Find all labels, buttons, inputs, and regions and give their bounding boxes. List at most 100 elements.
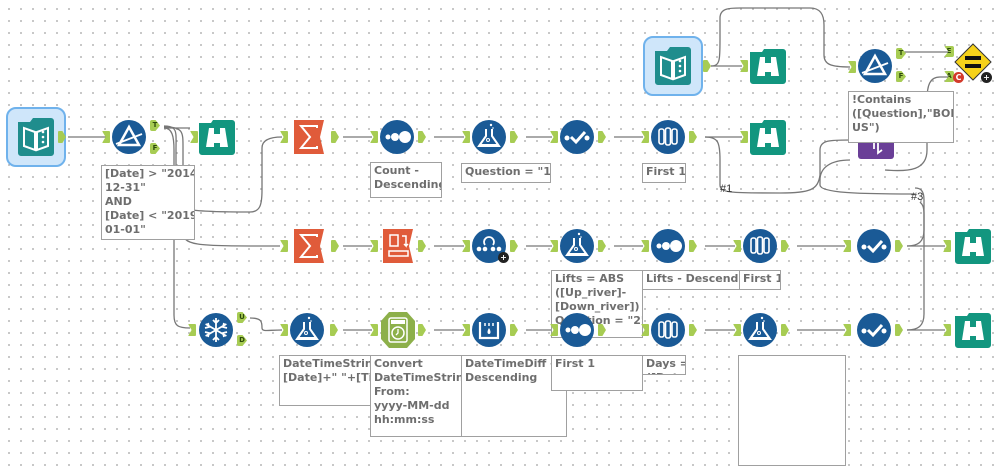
output-anchor[interactable] <box>703 60 711 72</box>
tool-input1[interactable] <box>16 116 56 158</box>
tool-browse5[interactable] <box>955 312 991 348</box>
output-anchor[interactable] <box>781 240 789 252</box>
input-anchor[interactable] <box>188 324 196 336</box>
binoculars-icon <box>199 120 235 155</box>
input-anchor[interactable] <box>550 240 558 252</box>
tool-formula1[interactable] <box>472 120 506 154</box>
tool-multirow2[interactable] <box>472 313 506 347</box>
output-anchor[interactable] <box>598 131 606 143</box>
output-anchor[interactable] <box>330 324 338 336</box>
tool-filter2[interactable] <box>858 49 892 83</box>
input-anchor[interactable] <box>370 240 378 252</box>
wire <box>249 317 283 332</box>
test-tubes-icon <box>658 127 678 146</box>
expected-anchor[interactable]: E <box>944 46 954 57</box>
wire-label-1: #1 <box>720 183 733 195</box>
input-anchor[interactable] <box>102 131 110 143</box>
input-anchor[interactable] <box>740 131 748 143</box>
input-anchor[interactable] <box>280 240 288 252</box>
input-anchor[interactable] <box>462 131 470 143</box>
input-anchor[interactable] <box>740 60 748 72</box>
unique-anchor[interactable]: U <box>237 312 247 323</box>
check-dots-icon <box>564 130 590 145</box>
tool-browse4[interactable] <box>955 228 991 264</box>
tool-summarize1[interactable] <box>291 119 327 155</box>
output-anchor[interactable] <box>689 324 697 336</box>
output-anchor[interactable] <box>598 240 606 252</box>
input-anchor[interactable] <box>843 324 851 336</box>
tool-crosstab1[interactable] <box>380 228 416 264</box>
input-anchor[interactable] <box>733 240 741 252</box>
input-anchor[interactable] <box>370 324 378 336</box>
input-anchor[interactable] <box>280 131 288 143</box>
output-anchor[interactable] <box>418 131 426 143</box>
tool-browse2[interactable] <box>750 119 786 155</box>
tool-sort2[interactable] <box>651 229 685 263</box>
formula1-annotation: Question = "1" <box>461 163 551 183</box>
output-anchor[interactable] <box>510 324 518 336</box>
false-anchor[interactable]: F <box>150 143 160 154</box>
output-anchor[interactable] <box>598 324 606 336</box>
tool-datetime1[interactable] <box>380 311 416 349</box>
tool-formula2[interactable] <box>560 229 594 263</box>
sort-dots-icon <box>385 131 411 143</box>
output-anchor[interactable] <box>895 240 903 252</box>
tool-formula3[interactable] <box>290 313 324 347</box>
tool-input2[interactable] <box>653 45 693 87</box>
output-anchor[interactable] <box>510 131 518 143</box>
actual-anchor[interactable]: A <box>944 71 954 82</box>
multi-row-icon-2 <box>478 322 500 340</box>
input-anchor[interactable] <box>943 240 951 252</box>
tool-select1[interactable] <box>560 120 594 154</box>
output-anchor[interactable] <box>331 240 339 252</box>
input-anchor[interactable] <box>462 324 470 336</box>
output-anchor[interactable] <box>895 324 903 336</box>
tool-select2[interactable] <box>857 229 891 263</box>
input-anchor[interactable] <box>641 240 649 252</box>
tool-browse1[interactable] <box>199 119 235 155</box>
tool-browse3[interactable] <box>750 48 786 84</box>
true-anchor[interactable]: T <box>896 48 906 59</box>
input-anchor[interactable] <box>370 131 378 143</box>
sample1-annotation: First 1 <box>642 163 686 183</box>
tool-sample2[interactable] <box>743 229 777 263</box>
true-anchor[interactable]: T <box>150 120 160 131</box>
input-anchor[interactable] <box>943 324 951 336</box>
output-anchor[interactable] <box>689 131 697 143</box>
tool-formula4[interactable] <box>743 313 777 347</box>
tool-sort3[interactable] <box>560 313 594 347</box>
input-anchor[interactable] <box>641 324 649 336</box>
sample2-annotation: First 1 <box>739 270 781 290</box>
tool-summarize2[interactable] <box>291 228 327 264</box>
tool-sort1[interactable] <box>380 120 414 154</box>
add-icon[interactable]: + <box>981 72 992 83</box>
false-anchor[interactable]: F <box>896 71 906 82</box>
output-anchor[interactable] <box>58 131 66 143</box>
tool-multirow1[interactable] <box>472 229 506 263</box>
input-anchor[interactable] <box>733 324 741 336</box>
output-anchor[interactable] <box>781 324 789 336</box>
tool-select3[interactable] <box>857 313 891 347</box>
input-anchor[interactable] <box>848 61 856 73</box>
output-anchor[interactable] <box>418 240 426 252</box>
input-anchor[interactable] <box>550 324 558 336</box>
tool-sample1[interactable] <box>651 120 685 154</box>
input-anchor[interactable] <box>550 131 558 143</box>
add-icon[interactable]: + <box>498 252 509 263</box>
tool-filter1[interactable] <box>112 120 146 154</box>
duplicate-anchor[interactable]: D <box>237 335 247 346</box>
input-anchor[interactable] <box>190 131 198 143</box>
tool-test1[interactable] <box>954 43 992 81</box>
input-anchor[interactable] <box>280 324 288 336</box>
tool-sample3[interactable] <box>651 313 685 347</box>
input-anchor[interactable] <box>462 240 470 252</box>
output-anchor[interactable] <box>510 240 518 252</box>
output-anchor[interactable] <box>331 131 339 143</box>
output-anchor[interactable] <box>689 240 697 252</box>
filter2-annotation: !Contains ([Question],"BON US") <box>848 91 954 143</box>
input-anchor[interactable] <box>843 240 851 252</box>
input-anchor[interactable] <box>641 131 649 143</box>
output-anchor[interactable] <box>418 324 426 336</box>
tool-unique1[interactable] <box>199 313 233 347</box>
